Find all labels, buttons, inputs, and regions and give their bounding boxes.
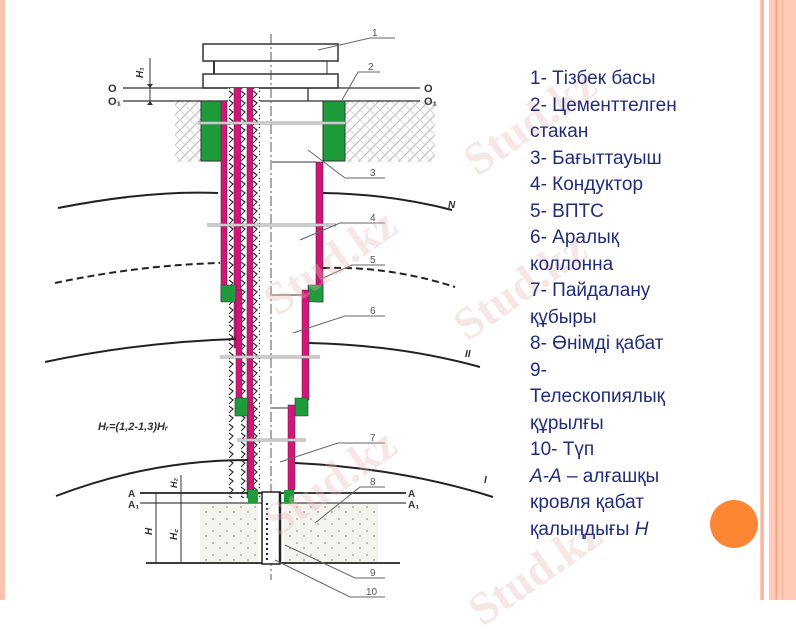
dim-label-h: H	[144, 527, 155, 535]
legend-note-text: қалыңдығы	[530, 518, 635, 540]
dim-label-hc: H꜀	[169, 529, 180, 540]
callout-4: 4	[370, 213, 376, 224]
callout-5: 5	[370, 255, 376, 266]
legend-item: коллонна	[530, 253, 614, 275]
legend-note-h: Н	[634, 518, 649, 540]
dim-label-h2: H₂	[169, 478, 179, 488]
formula-label: Hᵣ=(1,2-1,3)Hᵣ	[98, 421, 168, 433]
level-label-n: N	[448, 200, 456, 211]
legend-item: құрылғы	[530, 412, 604, 434]
callout-1: 1	[372, 28, 378, 39]
cement-right	[322, 100, 346, 162]
callout-3: 3	[370, 168, 376, 179]
legend-note-aa: А-А	[530, 465, 562, 487]
legend-item: 10- Түп	[530, 439, 595, 460]
legend-item: құбыры	[530, 306, 597, 328]
callout-7: 7	[370, 433, 376, 444]
reservoir-left	[200, 503, 258, 563]
legend-item: 3- Бағыттауыш	[530, 147, 662, 169]
level-label-o1: O₁	[108, 96, 122, 108]
level-label-a-right: A	[408, 489, 415, 500]
boundary-n	[57, 191, 219, 209]
callout-9: 9	[370, 568, 376, 579]
legend-item: 1- Тізбек басы	[530, 68, 656, 89]
legend-item: 6- Аралық	[530, 227, 620, 248]
callout-10: 10	[366, 587, 378, 598]
level-label-o-right: O	[424, 83, 433, 95]
legend-note-line3: қалыңдығы Н	[530, 517, 730, 544]
legend-note-line1: А-А – алғашқы	[530, 464, 730, 491]
legend: 1- Тізбек басы 2- Цементтелген стакан 3-…	[530, 66, 730, 543]
orange-bullet-circle	[710, 500, 758, 548]
level-label-a: A	[128, 489, 135, 500]
legend-item: 4- Кондуктор	[530, 174, 644, 195]
cement-left	[200, 100, 223, 162]
level-label-o: O	[108, 83, 117, 95]
legend-item: 8- Өнімді қабат	[530, 333, 664, 354]
legend-item: 2- Цементтелген	[530, 94, 677, 116]
level-label-o1-right: O₁	[424, 96, 438, 108]
legend-item: 5- ВПТС	[530, 200, 604, 222]
right-deco-line	[782, 0, 783, 600]
legend-item: 7- Пайдалану	[530, 280, 651, 301]
level-label-i: I	[484, 475, 487, 486]
legend-item: Телескопиялық	[530, 386, 665, 407]
right-deco-line	[761, 0, 764, 600]
right-deco-line	[776, 0, 777, 600]
callout-6: 6	[370, 306, 376, 317]
boundary-ii	[44, 338, 237, 363]
level-label-a1-right: A₁	[408, 500, 419, 511]
legend-item: стакан	[530, 121, 589, 142]
legend-note-text: – алғашқы	[561, 465, 660, 487]
level-label-ii: II	[465, 349, 471, 360]
callout-8: 8	[370, 477, 376, 488]
dim-label-h1: H₁	[135, 67, 146, 78]
legend-item: 9-	[530, 359, 547, 381]
level-label-a1: A₁	[128, 500, 139, 511]
soil-hatch-right	[345, 100, 435, 162]
boundary-dashed	[54, 262, 221, 284]
boundary-i	[55, 459, 249, 497]
left-decorative-stripe	[0, 0, 5, 600]
callout-2: 2	[368, 62, 374, 73]
legend-note-line2: кровля қабат	[530, 492, 644, 513]
reservoir-right	[284, 503, 378, 563]
well-construction-diagram: O O₁ O O₁ H₁ N II I Hᵣ=(1	[44, 28, 494, 598]
right-deco-gap	[764, 0, 769, 600]
